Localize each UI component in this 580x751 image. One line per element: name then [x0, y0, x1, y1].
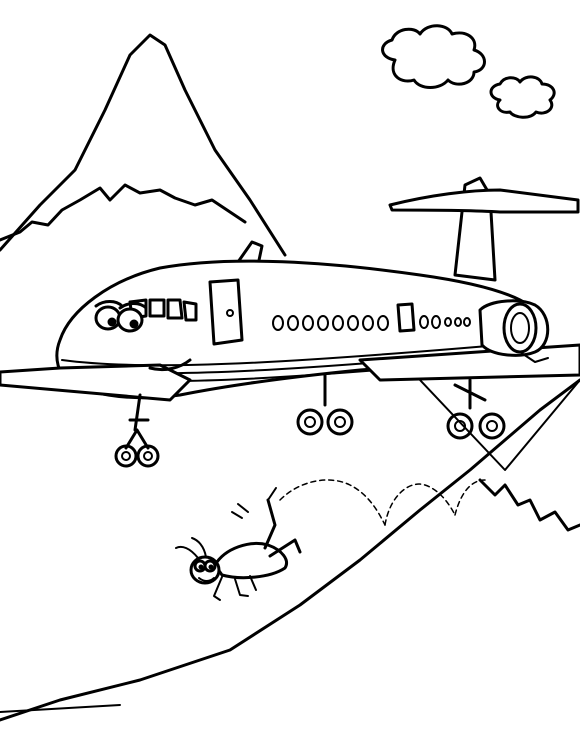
cloud-large — [381, 24, 486, 89]
cloud-small — [489, 75, 556, 119]
main-landing-gear — [296, 373, 354, 436]
passenger-windows — [272, 315, 471, 331]
hill — [0, 378, 580, 722]
airplane — [0, 176, 580, 471]
mountain — [0, 33, 287, 257]
front-landing-gear — [114, 393, 160, 468]
jump-trail — [279, 479, 486, 526]
grasshopper — [175, 487, 302, 601]
rear-landing-gear — [446, 378, 506, 440]
airplane-eyes — [94, 300, 148, 333]
